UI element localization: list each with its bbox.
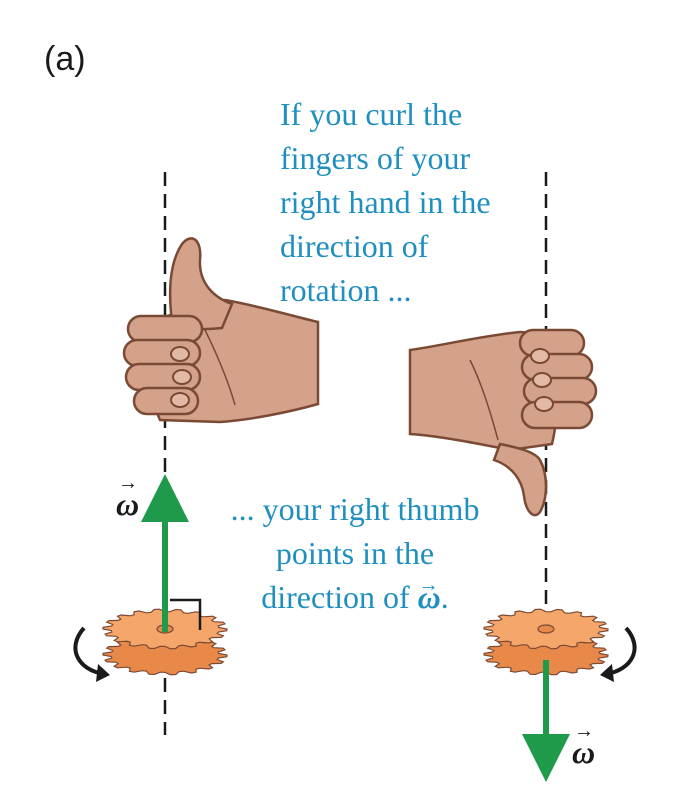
thumbs-down-hand (408, 328, 598, 517)
left-fingernail-2 (172, 369, 192, 385)
caption-line: right hand in the (280, 184, 491, 220)
right-fingernail-2 (532, 372, 552, 388)
caption-thumb-points: ... your right thumb points in the direc… (210, 487, 500, 619)
caption-line: If you curl the (280, 96, 463, 132)
left-fingernail-3 (170, 392, 190, 408)
right-gear (483, 608, 609, 676)
right-finger-4 (520, 400, 594, 430)
caption-line: fingers of your (280, 140, 471, 176)
caption-line: direction of (280, 228, 429, 264)
caption-line: points in the (275, 535, 435, 571)
caption-line: rotation ... (280, 272, 412, 308)
right-knuckle-crease (469, 359, 499, 441)
left-fingernail-1 (170, 346, 190, 362)
right-angle-marker (170, 598, 202, 630)
caption-line-omega: direction of ω. (210, 575, 500, 619)
left-thumb (168, 237, 234, 331)
left-knuckle-crease (204, 329, 236, 406)
right-gear-hub (537, 624, 555, 634)
left-rotation-arrowhead (96, 664, 110, 682)
right-rotation-arrowhead (600, 664, 614, 682)
right-thumb (492, 442, 548, 517)
right-finger-1 (518, 328, 586, 358)
caption-line: ... your right thumb (230, 491, 480, 527)
left-finger-1 (126, 314, 204, 344)
caption-curl-fingers: If you curl the fingers of your right ha… (280, 92, 491, 312)
omega-label-up: ω (116, 472, 139, 523)
panel-label: (a) (44, 40, 86, 78)
caption-suffix: . (440, 579, 449, 615)
thumbs-up-hand (122, 237, 320, 424)
right-fingernail-1 (530, 348, 550, 364)
omega-symbol-inline: ω (418, 579, 441, 615)
caption-prefix: direction of (261, 579, 418, 615)
right-fingernail-3 (534, 396, 554, 412)
omega-label-down: ω (572, 720, 595, 771)
